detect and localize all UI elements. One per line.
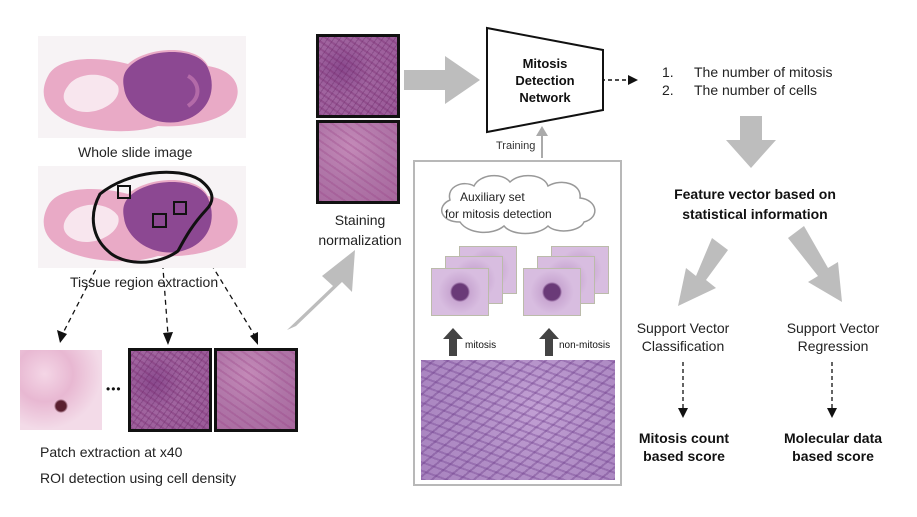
gray-arrow-down-to-feature [726, 116, 776, 168]
wsi-caption: Whole slide image [78, 144, 193, 160]
network-label-line3: Network [519, 90, 571, 105]
staining-label-line2: normalization [318, 232, 402, 248]
whole-slide-image [38, 36, 246, 138]
svc-label-line2: Classification [641, 338, 725, 354]
cloud-label-line1: Auxiliary set [460, 190, 525, 204]
feature-label-line2: statistical information [682, 206, 828, 222]
output-item1: The number of mitosis [694, 64, 833, 80]
output-item2: The number of cells [694, 82, 817, 98]
svc-label-line1: Support Vector [636, 320, 730, 336]
tissue-region-image [38, 166, 246, 268]
cloud-label-line2: for mitosis detection [445, 207, 552, 221]
non-mitosis-label: non-mitosis [559, 340, 611, 351]
gray-arrow-to-svc [678, 238, 728, 306]
patch-caption-1: Patch extraction at x40 [40, 444, 183, 460]
non-mitosis-sample-front [523, 268, 581, 316]
tissue-caption: Tissue region extraction [70, 274, 219, 290]
mitosis-label: mitosis [465, 340, 497, 351]
roi-box-2 [152, 213, 167, 228]
cloud-shape [440, 174, 596, 235]
molecular-score-line2: based score [792, 448, 874, 464]
non-mitosis-up-arrow [539, 328, 559, 356]
tissue-outline [91, 170, 214, 264]
gray-arrow-to-staining [287, 250, 355, 330]
svr-label-line2: Regression [797, 338, 869, 354]
gray-arrow-to-svr [788, 226, 842, 302]
auxiliary-histology-image [421, 360, 615, 480]
patch-image-3 [214, 348, 298, 432]
molecular-score-line1: Molecular data [783, 430, 883, 446]
output-item1-num: 1. [662, 64, 674, 80]
network-label-line1: Mitosis [522, 56, 568, 71]
patch-caption-2: ROI detection using cell density [40, 470, 237, 486]
normalized-patch-2 [316, 120, 400, 204]
output-item2-num: 2. [662, 82, 674, 98]
gray-arrow-to-network [404, 56, 480, 104]
network-label-line2: Detection [515, 73, 575, 88]
svr-label-line1: Support Vector [786, 320, 880, 336]
staining-label-line1: Staining [334, 212, 386, 228]
mitosis-score-line2: based score [643, 448, 725, 464]
mitosis-sample-front [431, 268, 489, 316]
training-label: Training [496, 140, 536, 152]
network-trapezoid [486, 26, 604, 134]
roi-box-1 [117, 185, 131, 199]
patch-image-1 [20, 350, 102, 430]
feature-label-line1: Feature vector based on [674, 186, 836, 202]
normalized-patch-1 [316, 34, 400, 118]
ellipsis: ••• [106, 382, 122, 396]
mitosis-score-line1: Mitosis count [638, 430, 730, 446]
roi-box-3 [173, 201, 187, 215]
mitosis-up-arrow [443, 328, 463, 356]
patch-image-2 [128, 348, 212, 432]
auxiliary-panel: Auxiliary set for mitosis detection mito… [413, 160, 622, 486]
